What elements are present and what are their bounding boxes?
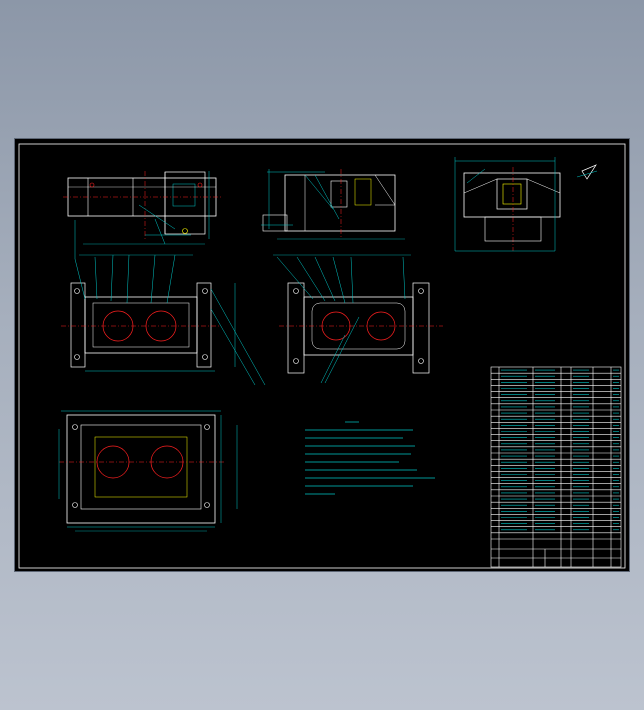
view-top-right-detail: [454, 157, 598, 252]
title-block: [491, 538, 621, 567]
parts-list-table: [490, 366, 622, 568]
view-top-left-elevation: [63, 171, 223, 259]
view-middle-center-plan: [273, 254, 443, 384]
view-middle-left-plan: [61, 254, 266, 386]
assembly-drawing: [18, 143, 626, 569]
drawing-sheet[interactable]: [15, 139, 629, 571]
outer-border: [18, 143, 626, 569]
technical-notes-block: [305, 421, 435, 495]
view-bottom-left-plan: [58, 410, 238, 532]
view-top-middle-side: [261, 169, 405, 240]
